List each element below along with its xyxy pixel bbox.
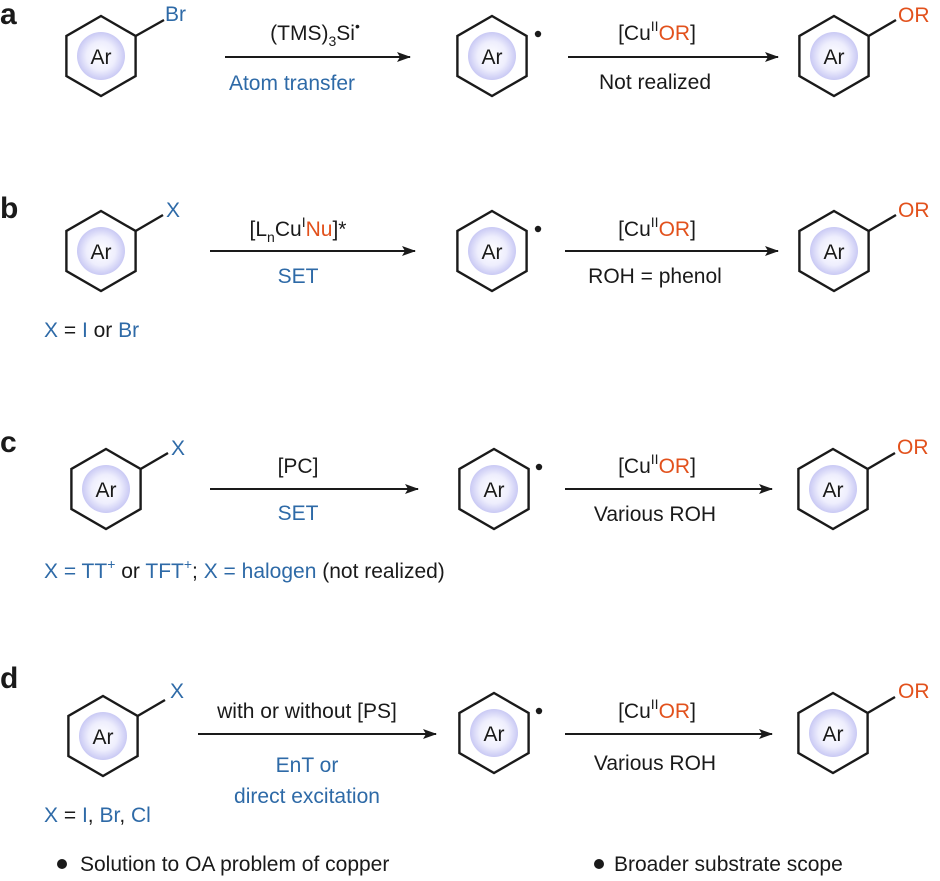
- aryl-ether-product: Ar OR: [797, 680, 930, 775]
- bullet-item-oa-solution: Solution to OA problem of copper: [80, 853, 389, 876]
- radical-dot: [535, 463, 543, 471]
- product-substituent: OR: [898, 680, 930, 703]
- aryl-radical-structure: Ar: [456, 14, 542, 98]
- product-substituent: OR: [898, 199, 930, 222]
- substrate-note: X = TT+ or TFT+; X = halogen (not realiz…: [44, 556, 445, 583]
- aryl-bromide-structure: Ar Br: [65, 3, 186, 98]
- ring-label: Ar: [93, 726, 114, 749]
- ring-label: Ar: [484, 479, 505, 502]
- condition-label: SET: [278, 502, 319, 525]
- aryl-radical-structure: Ar: [456, 209, 542, 293]
- radical-dot: [535, 707, 543, 715]
- catalyst-label: [CuIIOR]: [618, 18, 696, 45]
- reagent-label: (TMS)3Si•: [270, 18, 360, 49]
- reaction-arrow-1: (TMS)3Si• Atom transfer: [225, 18, 411, 95]
- bullet-item-substrate-scope: Broader substrate scope: [614, 853, 843, 876]
- aryl-radical-structure: Ar: [458, 691, 543, 775]
- reagent-label: [PC]: [278, 455, 319, 478]
- bullet-dot: [594, 859, 604, 869]
- ring-label: Ar: [823, 479, 844, 502]
- substituent-label: X: [166, 199, 180, 222]
- panel-letter-a: a: [0, 0, 17, 31]
- reaction-arrow-1: with or without [PS] EnT or direct excit…: [198, 700, 437, 808]
- aryl-radical-structure: Ar: [458, 447, 543, 531]
- condition-label: EnT or: [276, 754, 339, 777]
- radical-dot: [534, 225, 542, 233]
- reaction-arrow-2: [CuIIOR] Various ROH: [565, 696, 773, 775]
- catalyst-label: [CuIIOR]: [618, 214, 696, 241]
- bullet-list: Solution to OA problem of copper Broader…: [57, 853, 843, 876]
- ring-label: Ar: [823, 723, 844, 746]
- reaction-arrow-1: [LnCuINu]* SET: [210, 214, 416, 288]
- catalyst-label: [CuIIOR]: [618, 451, 696, 478]
- substrate-note: X = I or Br: [44, 319, 139, 342]
- aryl-ether-product: Ar OR: [798, 4, 930, 98]
- condition-label: Various ROH: [594, 503, 716, 526]
- aryl-halide-structure: Ar X: [65, 199, 180, 293]
- aryl-ether-product: Ar OR: [798, 199, 930, 293]
- aryl-ether-product: Ar OR: [797, 436, 929, 531]
- reaction-arrow-2: [CuIIOR] ROH = phenol: [565, 214, 779, 288]
- panel-b: b Ar X [LnCuINu]* SET Ar [CuIIOR] ROH = …: [0, 192, 930, 342]
- ring-label: Ar: [91, 46, 112, 69]
- ring-label: Ar: [91, 241, 112, 264]
- condition-label-line-2: direct excitation: [234, 785, 380, 808]
- panel-a: a Ar Br (TMS)3Si• Atom transfer Ar [CuII…: [0, 0, 930, 98]
- ring-label: Ar: [484, 723, 505, 746]
- ring-label: Ar: [482, 46, 503, 69]
- condition-label: Atom transfer: [229, 72, 355, 95]
- reagent-label: with or without [PS]: [216, 700, 397, 723]
- catalyst-label: [CuIIOR]: [618, 696, 696, 723]
- condition-label: SET: [278, 265, 319, 288]
- radical-dot: [534, 30, 542, 38]
- aryl-halide-structure: Ar X: [67, 680, 184, 778]
- ring-label: Ar: [824, 241, 845, 264]
- product-substituent: OR: [897, 436, 929, 459]
- panel-letter-d: d: [0, 662, 18, 695]
- ring-label: Ar: [96, 479, 117, 502]
- substrate-note: X = I, Br, Cl: [44, 804, 151, 827]
- bullet-dot: [57, 859, 67, 869]
- product-substituent: OR: [898, 4, 930, 27]
- reaction-arrow-2: [CuIIOR] Not realized: [568, 18, 779, 94]
- panel-c: c Ar X [PC] SET Ar [CuIIOR] Various ROH …: [0, 426, 929, 583]
- condition-label: Various ROH: [594, 752, 716, 775]
- condition-label: ROH = phenol: [588, 265, 722, 288]
- reaction-arrow-2: [CuIIOR] Various ROH: [565, 451, 773, 526]
- ring-label: Ar: [824, 46, 845, 69]
- substituent-label: Br: [165, 3, 186, 26]
- ring-label: Ar: [482, 241, 503, 264]
- reaction-arrow-1: [PC] SET: [210, 455, 419, 525]
- panel-d: d Ar X with or without [PS] EnT or direc…: [0, 662, 930, 827]
- reagent-label: [LnCuINu]*: [250, 214, 347, 245]
- substituent-label: X: [170, 680, 184, 703]
- condition-label: Not realized: [599, 71, 711, 94]
- panel-letter-c: c: [0, 426, 17, 459]
- panel-letter-b: b: [0, 192, 18, 225]
- substituent-label: X: [171, 437, 185, 460]
- aryl-substrate-structure: Ar X: [70, 437, 185, 531]
